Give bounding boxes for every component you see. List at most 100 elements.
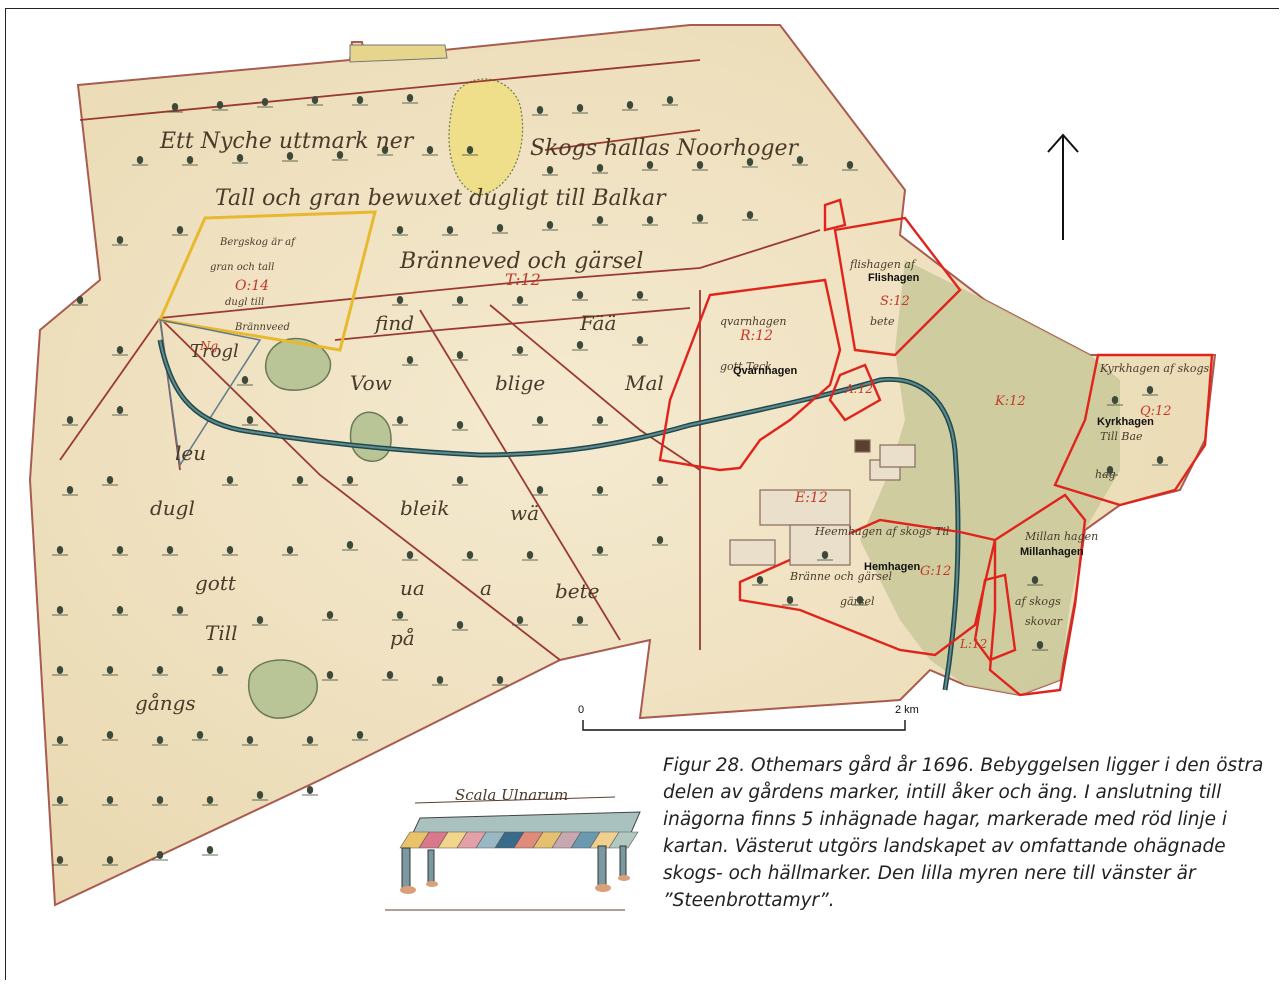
tree-icon: [646, 161, 654, 169]
svg-text:Bränneved och gärsel: Bränneved och gärsel: [399, 249, 643, 274]
tree-icon: [516, 616, 524, 624]
svg-text:wä: wä: [510, 501, 539, 525]
svg-text:hag: hag: [1095, 468, 1116, 481]
svg-text:bete: bete: [555, 579, 600, 603]
svg-text:find: find: [373, 311, 414, 335]
svg-text:Till: Till: [205, 621, 238, 645]
tree-icon: [106, 731, 114, 739]
tree-icon: [311, 96, 319, 104]
svg-text:gångs: gångs: [135, 691, 196, 715]
tree-icon: [396, 296, 404, 304]
svg-text:a: a: [480, 576, 492, 600]
tree-icon: [206, 846, 214, 854]
tree-icon: [286, 152, 294, 160]
red-enclosures: [658, 198, 1214, 697]
tree-icon: [56, 856, 64, 864]
tree-icon: [536, 486, 544, 494]
tree-icon: [596, 546, 604, 554]
tree-icon: [796, 156, 804, 164]
tree-icon: [66, 486, 74, 494]
tree-icon: [1036, 641, 1044, 649]
tree-icon: [456, 421, 464, 429]
svg-text:Millan hagen: Millan hagen: [1024, 530, 1098, 543]
tree-icon: [56, 546, 64, 554]
label-qvarnhagen: Qvarnhagen: [733, 365, 797, 377]
label-kyrkhagen: Kyrkhagen: [1097, 416, 1154, 428]
tree-icon: [396, 226, 404, 234]
svg-text:Q:12: Q:12: [1140, 404, 1172, 419]
svg-text:flishagen af: flishagen af: [849, 258, 917, 271]
tree-icon: [116, 346, 124, 354]
tree-icon: [156, 736, 164, 744]
tree-icon: [406, 94, 414, 102]
tree-icon: [156, 796, 164, 804]
tree-icon: [406, 356, 414, 364]
tree-icon: [196, 731, 204, 739]
svg-text:L:12: L:12: [959, 637, 987, 651]
tree-icon: [256, 616, 264, 624]
scale-end: 2 km: [895, 704, 919, 716]
svg-text:Bränne och gärsel: Bränne och gärsel: [789, 570, 892, 583]
tree-icon: [626, 101, 634, 109]
tree-icon: [386, 671, 394, 679]
tree-icon: [396, 416, 404, 424]
tree-icon: [456, 296, 464, 304]
tree-icon: [176, 606, 184, 614]
tree-icon: [326, 671, 334, 679]
tree-icon: [536, 106, 544, 114]
marsh-2: [349, 411, 392, 462]
tree-icon: [746, 211, 754, 219]
tree-icon: [786, 596, 794, 604]
svg-text:Till Bae: Till Bae: [1100, 430, 1143, 443]
tree-icon: [286, 546, 294, 554]
tree-icon: [546, 221, 554, 229]
tree-icon: [1146, 386, 1154, 394]
figure-caption: Figur 28. Othemars gård år 1696. Bebygge…: [663, 755, 1264, 911]
period-script: Ett Nyche uttmark ner Skogs hallas Noorh…: [135, 129, 1210, 715]
tree-icon: [496, 676, 504, 684]
tree-icon: [346, 541, 354, 549]
tree-icon: [536, 416, 544, 424]
label-millanhagen: Millanhagen: [1020, 546, 1084, 558]
tree-icon: [646, 216, 654, 224]
tree-icon: [456, 476, 464, 484]
tree-icon: [576, 341, 584, 349]
svg-text:på: på: [390, 626, 415, 650]
tree-icon: [356, 96, 364, 104]
tree-icon: [1106, 466, 1114, 474]
svg-text:Trogl: Trogl: [190, 341, 239, 362]
svg-text:O:14: O:14: [235, 278, 269, 294]
svg-text:Fää: Fää: [579, 311, 616, 335]
svg-text:Heemhagen af skogs Til: Heemhagen af skogs Til: [814, 525, 950, 538]
scale-cartouche-table: Scala Ulnarum: [385, 786, 641, 911]
tree-icon: [596, 416, 604, 424]
svg-text:Brännveed: Brännveed: [234, 322, 290, 333]
tree-icon: [1111, 396, 1119, 404]
triangle-parcel: [159, 319, 262, 468]
svg-text:T:12: T:12: [505, 270, 541, 289]
meadow-area: [860, 260, 1120, 695]
tree-icon: [456, 621, 464, 629]
tree-icon: [746, 158, 754, 166]
svg-text:A:12: A:12: [844, 382, 873, 396]
tree-icon: [696, 161, 704, 169]
svg-text:gärsel: gärsel: [840, 595, 875, 608]
tree-icon: [136, 156, 144, 164]
svg-text:Tall och gran bewuxet dugligt: Tall och gran bewuxet dugligt till Balka…: [215, 186, 667, 211]
tree-icon: [1156, 456, 1164, 464]
tree-icon: [576, 616, 584, 624]
tree-icon: [261, 98, 269, 106]
svg-text:Vow: Vow: [350, 371, 392, 395]
top-strip: [349, 44, 448, 63]
tree-icon: [56, 606, 64, 614]
svg-text:Mal: Mal: [624, 371, 664, 395]
tree-icon: [576, 291, 584, 299]
tree-icon: [526, 551, 534, 559]
tree-icon: [236, 154, 244, 162]
label-hemhagen: Hemhagen: [864, 561, 921, 573]
tree-icon: [576, 104, 584, 112]
figure-frame: [5, 8, 1279, 980]
tree-icon: [66, 416, 74, 424]
tree-icon: [346, 476, 354, 484]
